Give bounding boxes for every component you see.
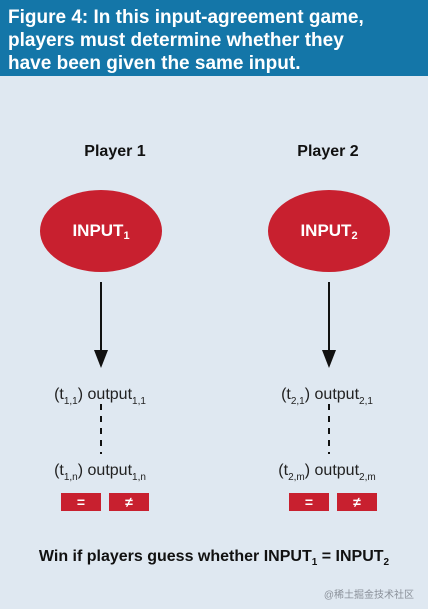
player-2-equal-button[interactable]: = — [289, 493, 329, 511]
watermark-text: @稀土掘金技术社区 — [323, 590, 414, 601]
player-1-not-equal-button[interactable]: ≠ — [109, 493, 149, 511]
player-1-title: Player 1 — [84, 143, 146, 160]
caption-line-2: players must determine whether they — [8, 30, 344, 51]
caption-line-1: Figure 4: In this input-agreement game, — [8, 7, 364, 28]
player-2-title: Player 2 — [297, 143, 359, 160]
caption-line-3: have been given the same input. — [8, 53, 301, 74]
player-2-not-equal-button[interactable]: ≠ — [337, 493, 377, 511]
player-1-output-last: (t1,n) output1,n — [54, 462, 146, 483]
player-1-arrow — [94, 282, 108, 368]
player-2-output-last: (t2,m) output2,m — [278, 462, 376, 483]
player-1-dashed-line — [100, 404, 102, 454]
player-2-dashed-line — [328, 404, 330, 454]
win-condition-text: Win if players guess whether INPUT1 = IN… — [38, 548, 390, 568]
player-1-output-first: (t1,1) output1,1 — [54, 386, 146, 407]
player-2-arrow — [322, 282, 336, 368]
figure-header: Figure 4: In this input-agreement game, … — [0, 0, 428, 76]
player-1-equal-button[interactable]: = — [61, 493, 101, 511]
player-2-output-first: (t2,1) output2,1 — [281, 386, 373, 407]
figure-caption: Figure 4: In this input-agreement game, … — [8, 6, 420, 75]
